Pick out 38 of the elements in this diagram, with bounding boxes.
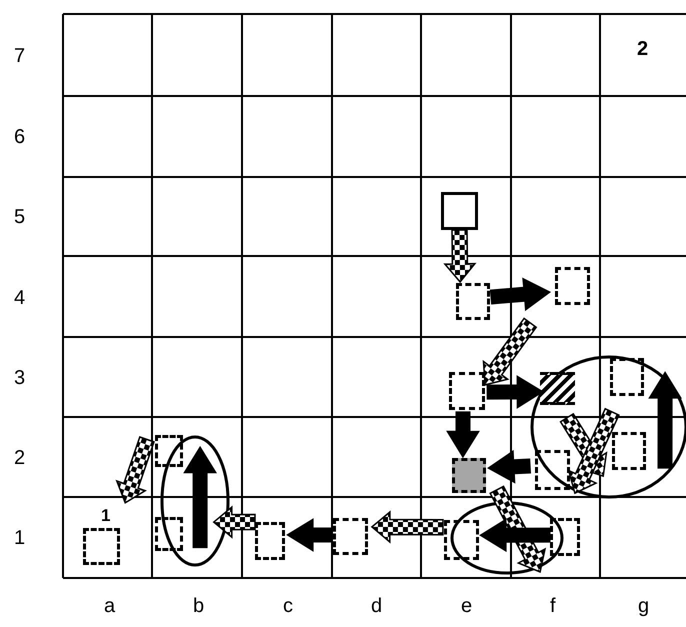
- file-label: b: [193, 594, 204, 618]
- rank-label: 3: [14, 366, 26, 390]
- file-label: g: [638, 594, 650, 618]
- dashed-square: [155, 517, 183, 551]
- rank-label: 5: [14, 205, 26, 229]
- file-label: f: [550, 594, 556, 618]
- move-arrow: [479, 518, 550, 552]
- move-arrow: [286, 518, 332, 552]
- move-arrow: [446, 411, 480, 458]
- rank-label: 1: [14, 526, 26, 550]
- move-arrow: [487, 450, 532, 484]
- dashed-square: [155, 435, 183, 467]
- file-label: a: [104, 594, 116, 618]
- rank-label: 7: [14, 44, 26, 68]
- shaded-square: [452, 458, 486, 493]
- dashed-square: [612, 432, 646, 470]
- rank-label: 6: [14, 125, 26, 149]
- dashed-square: [610, 358, 644, 396]
- dashed-square: [555, 267, 590, 305]
- move-arrow: [183, 446, 217, 548]
- checkered-arrow: [116, 436, 155, 504]
- checkered-arrow: [443, 229, 476, 284]
- file-label: e: [461, 594, 472, 618]
- move-arrow: [490, 277, 552, 312]
- file-label: d: [371, 594, 382, 618]
- move-arrow: [648, 371, 682, 469]
- file-label: c: [283, 594, 293, 618]
- rank-label: 4: [14, 286, 26, 310]
- hatched-square: [540, 372, 575, 405]
- checkered-arrow: [568, 408, 620, 494]
- checkered-arrow: [482, 317, 538, 386]
- move-number: 1: [101, 507, 110, 525]
- dashed-square: [83, 528, 120, 565]
- move-number: 2: [637, 37, 648, 61]
- checkered-arrow: [370, 510, 444, 544]
- move-arrow: [486, 375, 544, 409]
- rank-label: 2: [14, 446, 26, 470]
- checkered-arrow: [212, 506, 256, 539]
